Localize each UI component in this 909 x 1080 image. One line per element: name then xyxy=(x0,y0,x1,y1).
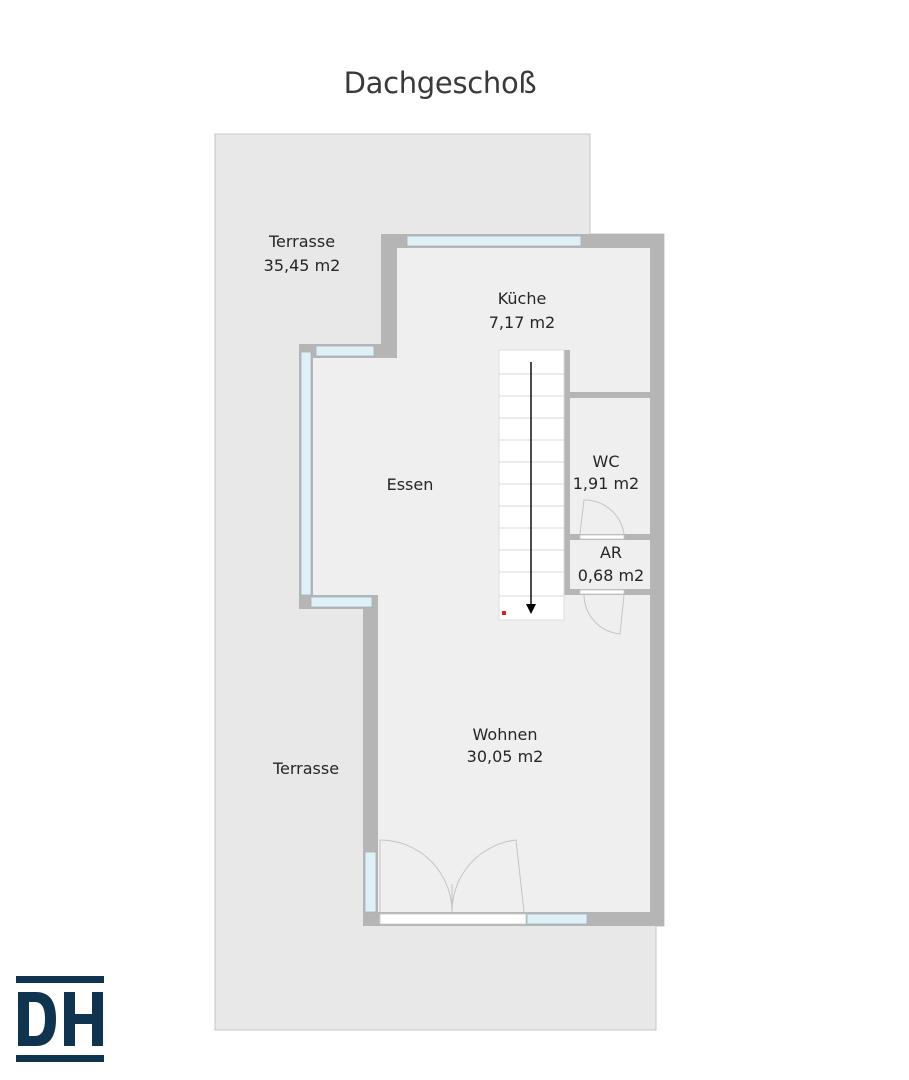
room-labels: Terrasse 35,45 m2 Küche 7,17 m2 Essen WC… xyxy=(264,232,645,778)
window-essen-bottom xyxy=(310,596,373,608)
window-kueche xyxy=(406,235,582,247)
label-wc: WC xyxy=(593,452,620,471)
label-essen: Essen xyxy=(387,475,434,494)
window-wohnen-bottom xyxy=(526,913,588,925)
window-wohnen-left xyxy=(364,851,377,913)
staircase xyxy=(498,349,565,621)
door-swings xyxy=(379,499,625,913)
label-kueche: Küche xyxy=(498,289,547,308)
area-kueche: 7,17 m2 xyxy=(489,313,555,332)
area-terrasse-top: 35,45 m2 xyxy=(264,256,341,275)
label-terrasse-bottom: Terrasse xyxy=(272,759,339,778)
area-wohnen: 30,05 m2 xyxy=(467,747,544,766)
label-wohnen: Wohnen xyxy=(473,725,538,744)
area-wc: 1,91 m2 xyxy=(573,474,639,493)
windows xyxy=(300,235,588,925)
window-essen-top xyxy=(315,345,375,357)
interior-floor xyxy=(299,234,664,926)
door-openings xyxy=(379,534,625,925)
dh-logo xyxy=(16,976,104,1062)
label-ar: AR xyxy=(600,543,622,562)
area-ar: 0,68 m2 xyxy=(578,566,644,585)
label-terrasse-top: Terrasse xyxy=(268,232,335,251)
stair-marker xyxy=(502,611,506,615)
floor-title: Dachgeschoß xyxy=(343,66,537,100)
window-essen-left xyxy=(300,351,312,596)
